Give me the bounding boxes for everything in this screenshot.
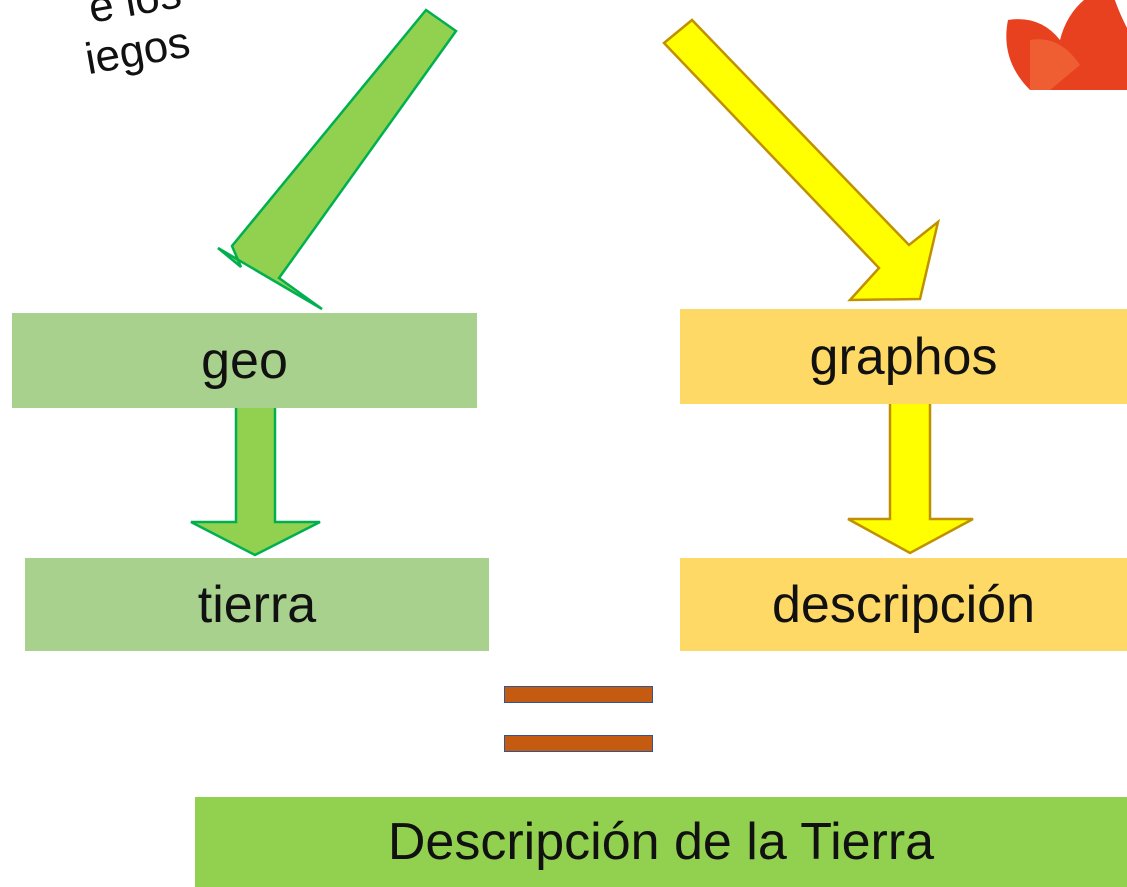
arrow-geo-to-tierra	[190, 402, 321, 557]
descripcion-box: descripción	[680, 558, 1127, 651]
result-box: Descripción de la Tierra	[195, 797, 1127, 887]
tierra-box: tierra	[25, 558, 489, 651]
result-label: Descripción de la Tierra	[387, 813, 935, 871]
graphos-box: graphos	[680, 309, 1127, 404]
tierra-label: tierra	[197, 575, 317, 634]
arrow-to-graphos	[662, 18, 941, 302]
geo-box: geo	[12, 313, 477, 408]
equals-bar-top	[504, 686, 653, 703]
flower-decoration	[1006, 0, 1127, 90]
arrow-to-geo	[217, 8, 458, 311]
equals-bar-bottom	[504, 735, 653, 752]
arrow-graphos-to-descripcion	[847, 398, 974, 555]
descripcion-label: descripción	[771, 575, 1036, 634]
graphos-label: graphos	[809, 327, 998, 386]
geo-label: geo	[201, 331, 288, 390]
